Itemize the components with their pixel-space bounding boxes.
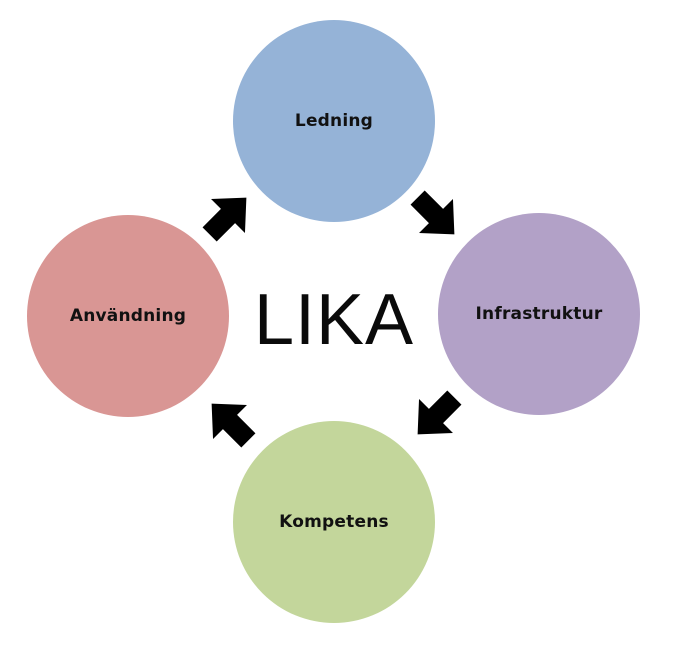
node-kompetens: Kompetens	[233, 421, 435, 623]
node-kompetens-label: Kompetens	[279, 512, 389, 532]
node-infrastruktur: Infrastruktur	[438, 213, 640, 415]
node-anvandning-label: Användning	[69, 306, 187, 326]
node-infrastruktur-label: Infrastruktur	[475, 304, 603, 324]
arrow-ledning-to-infrastruktur-icon	[406, 186, 466, 246]
arrow-anvandning-to-ledning-icon	[198, 186, 258, 246]
node-ledning: Ledning	[233, 20, 435, 222]
node-anvandning: Användning	[27, 215, 229, 417]
arrow-infrastruktur-to-kompetens-icon	[406, 386, 466, 446]
center-title: LIKA	[253, 280, 415, 360]
node-ledning-label: Ledning	[294, 111, 374, 131]
arrow-kompetens-to-anvandning-icon	[200, 392, 260, 452]
